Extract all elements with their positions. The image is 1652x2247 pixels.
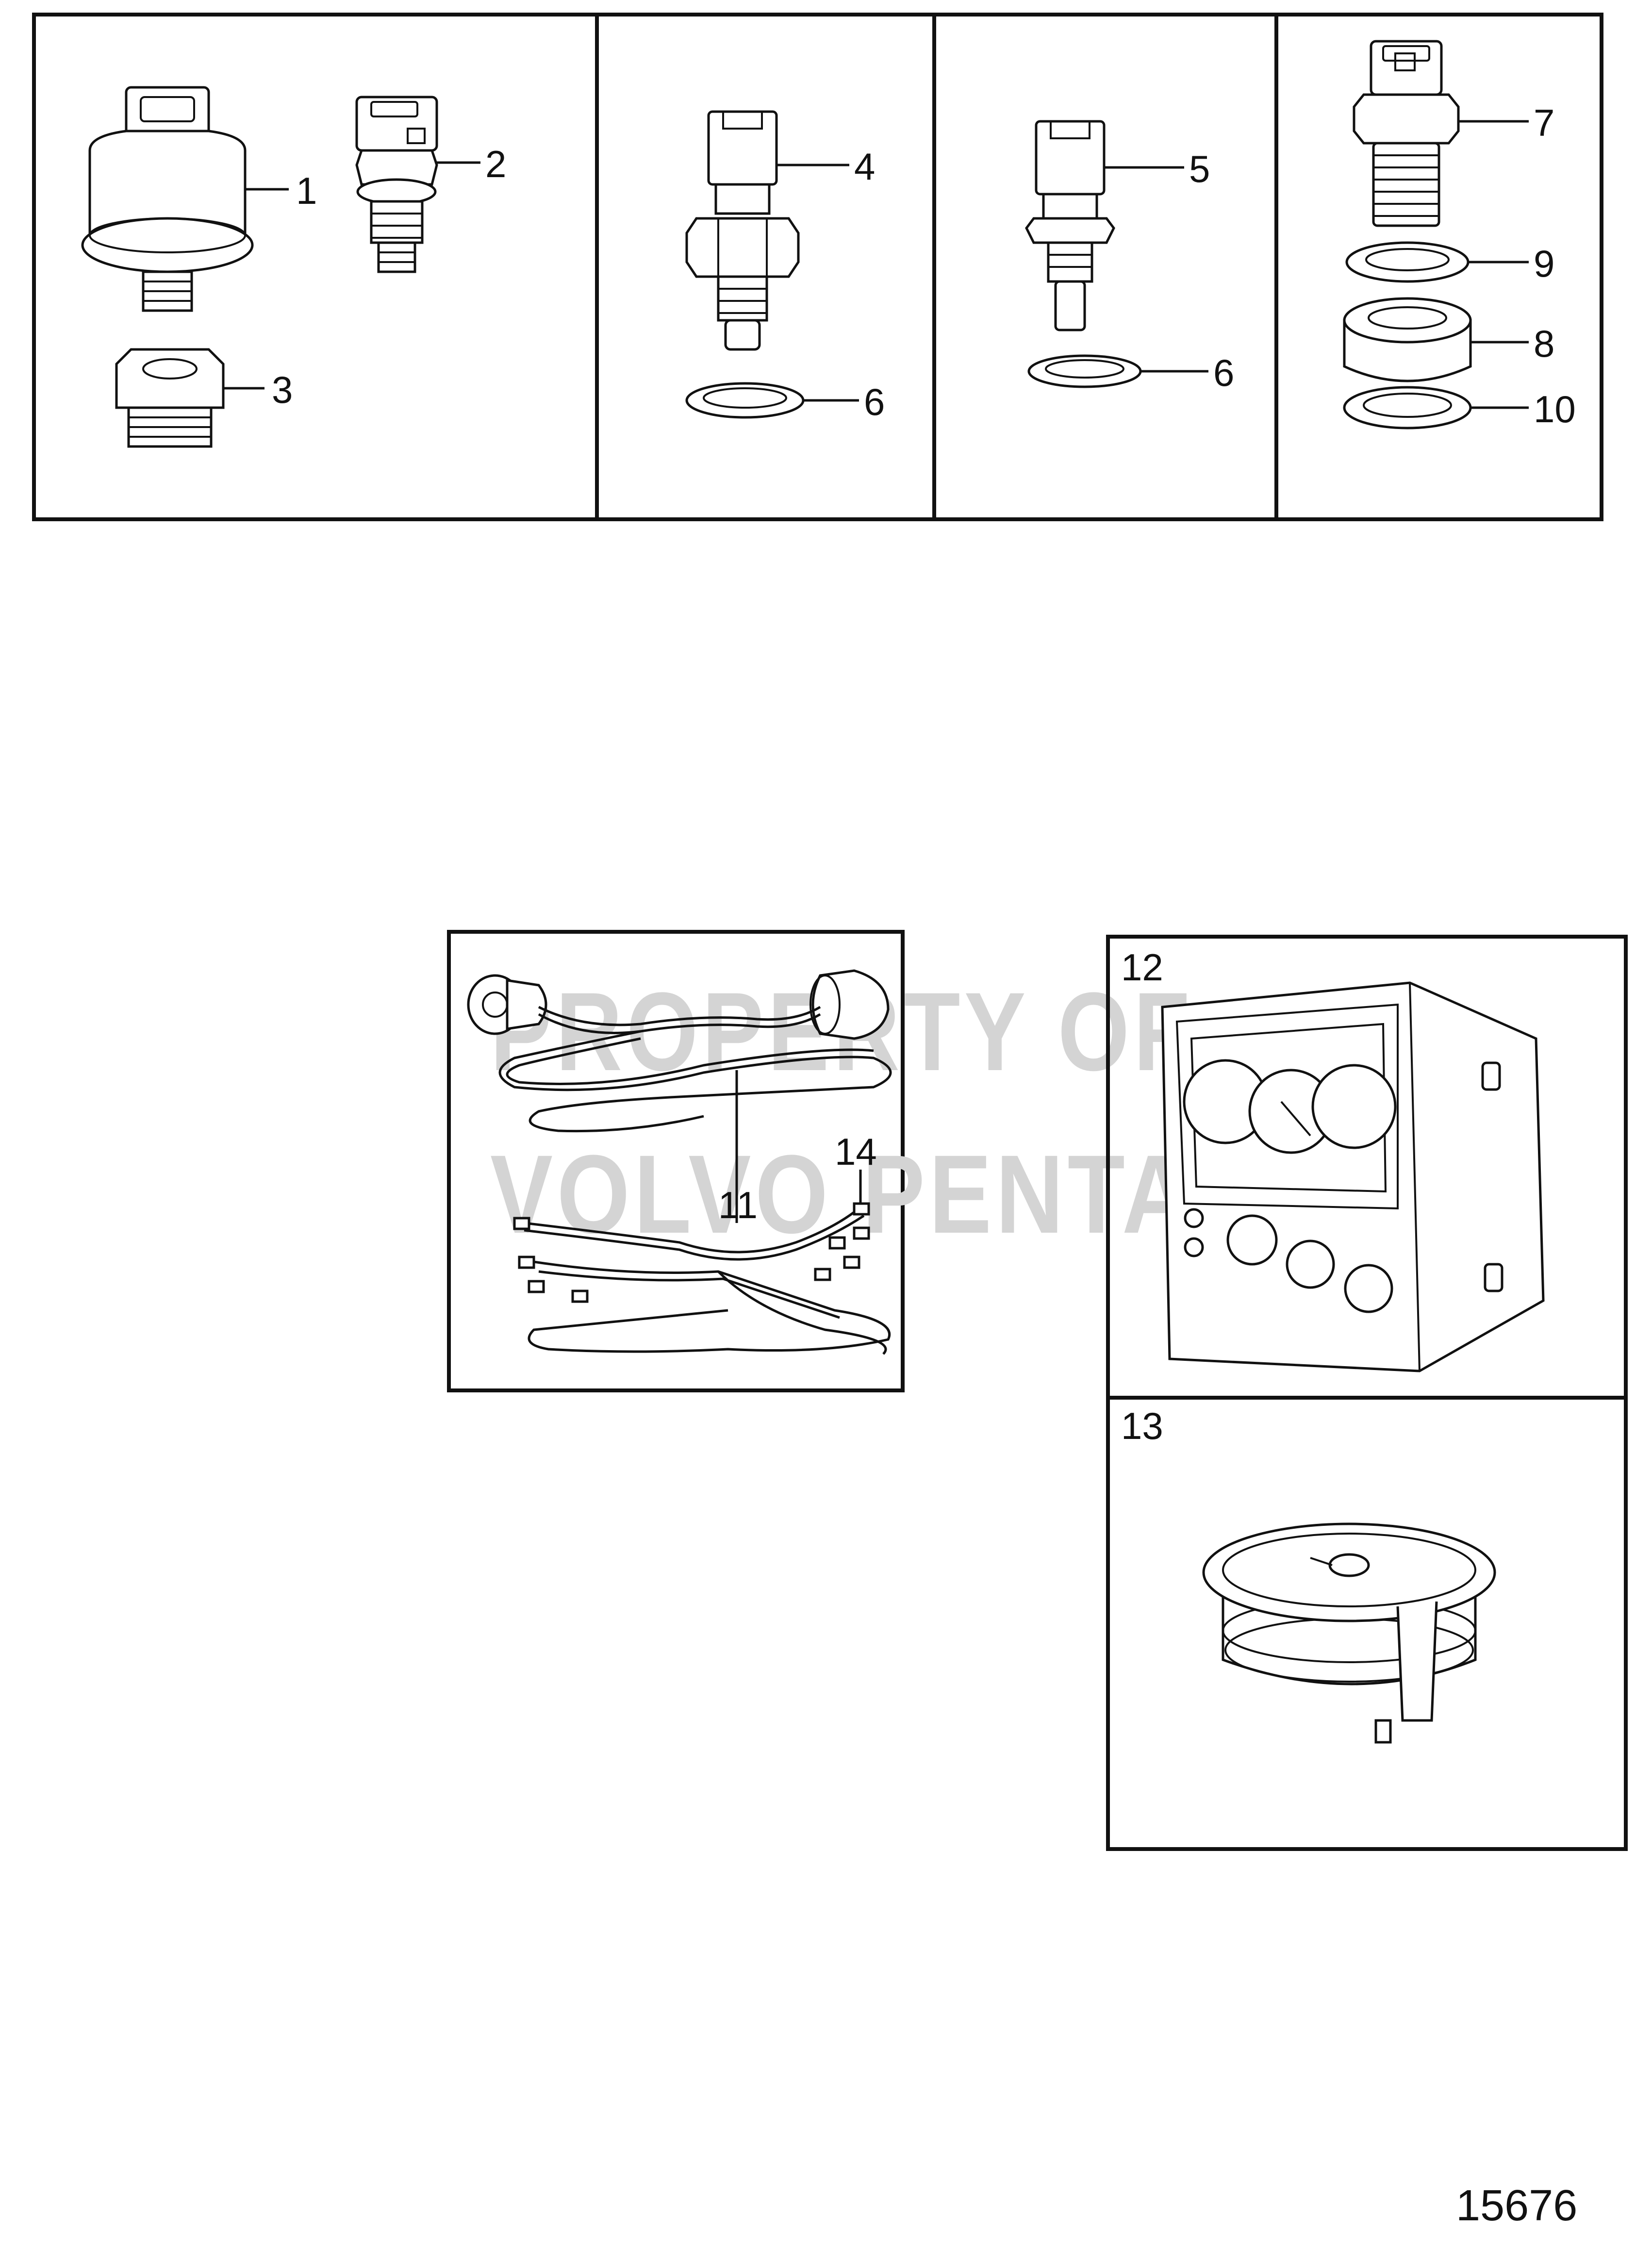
box-label-13: 13 bbox=[1121, 1404, 1163, 1447]
washer-9-drawing bbox=[1345, 241, 1470, 283]
callout-1: 1 bbox=[296, 169, 317, 212]
gauge-drawing bbox=[1202, 1522, 1496, 1744]
callout-3: 3 bbox=[272, 368, 293, 411]
temperature-sender-drawing bbox=[685, 110, 800, 351]
callout-4: 4 bbox=[854, 145, 875, 188]
callout-14: 14 bbox=[835, 1130, 877, 1173]
callout-6a: 6 bbox=[864, 380, 885, 423]
callout-7: 7 bbox=[1534, 101, 1554, 144]
adapter-nipple-drawing bbox=[115, 348, 225, 448]
box-label-12: 12 bbox=[1121, 946, 1163, 989]
oil-pressure-sender-drawing bbox=[1353, 40, 1460, 227]
watermark-line-2: VOLVO PENTA bbox=[490, 1132, 1194, 1256]
gauge-box-frame bbox=[1106, 1396, 1628, 1851]
callout-5: 5 bbox=[1189, 148, 1210, 190]
wiring-harness-drawing bbox=[467, 969, 892, 1355]
gauge-box: 13 bbox=[1106, 1396, 1628, 1851]
spacer-ring-drawing bbox=[1343, 297, 1472, 382]
callout-11: 11 bbox=[718, 1184, 758, 1226]
sealing-washer-drawing bbox=[685, 382, 805, 419]
callout-2: 2 bbox=[485, 143, 506, 185]
pressure-sender-drawing bbox=[81, 86, 254, 312]
leader-lines bbox=[223, 120, 1529, 409]
sensor-panel-frame bbox=[32, 13, 1603, 521]
callout-9: 9 bbox=[1534, 242, 1554, 285]
temperature-switch-drawing bbox=[355, 96, 438, 273]
sealing-washer-2-drawing bbox=[1027, 354, 1142, 388]
instrument-panel-drawing bbox=[1161, 981, 1545, 1372]
wiring-harness-box: PROPERTY OF VOLVO PENTA bbox=[447, 930, 1194, 1392]
callout-8: 8 bbox=[1534, 322, 1554, 365]
figure-id: 15676 bbox=[1456, 2181, 1577, 2230]
callout-10: 10 bbox=[1534, 388, 1576, 430]
washer-10-drawing bbox=[1343, 386, 1472, 430]
temperature-sender-2-drawing bbox=[1025, 120, 1115, 331]
instrument-panel-box: 12 bbox=[1106, 935, 1628, 1400]
harness-box-frame bbox=[447, 930, 905, 1392]
sensor-panel bbox=[32, 13, 1603, 521]
callout-6b: 6 bbox=[1213, 351, 1234, 394]
